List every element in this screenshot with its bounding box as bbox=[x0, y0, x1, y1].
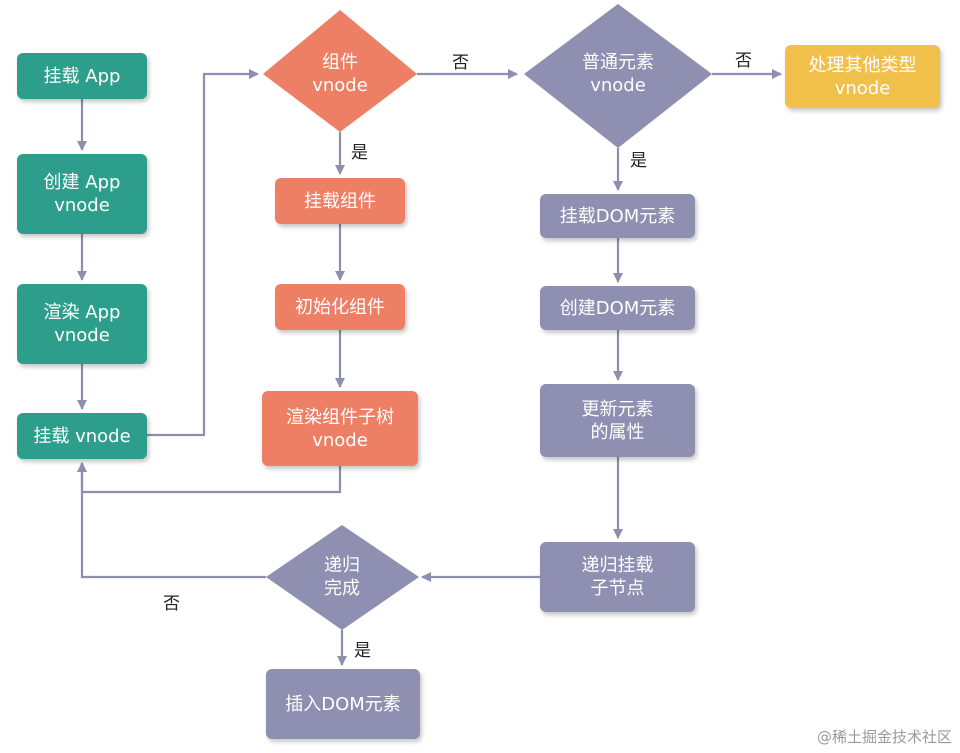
diamond-element-vnode bbox=[524, 4, 712, 148]
mount-component-box: 挂载组件 bbox=[275, 178, 405, 224]
diamond-component-vnode bbox=[263, 10, 417, 132]
create-app-vnode-box: 创建 App vnode bbox=[17, 154, 147, 234]
edge-label-element-no: 否 bbox=[735, 51, 752, 71]
edge-label-component-yes: 是 bbox=[351, 143, 368, 163]
mount-children-box: 递归挂载 子节点 bbox=[540, 542, 695, 612]
update-props-box: 更新元素 的属性 bbox=[540, 384, 695, 457]
mount-vnode-box: 挂载 vnode bbox=[17, 413, 147, 459]
edge-mount-vnode-to-component bbox=[147, 69, 259, 437]
recursion-done-label: 递归 完成 bbox=[324, 555, 360, 599]
watermark: @稀土掘金技术社区 bbox=[816, 728, 952, 746]
edge-label-element-yes: 是 bbox=[630, 151, 647, 171]
edge-done-no bbox=[77, 462, 266, 579]
diamond-recursion-done bbox=[266, 525, 419, 630]
insert-dom-box: 插入DOM元素 bbox=[266, 669, 420, 739]
render-subtree-box: 渲染组件子树 vnode bbox=[262, 391, 418, 466]
mount-dom-box: 挂载DOM元素 bbox=[540, 194, 695, 238]
edge-label-component-no: 否 bbox=[452, 53, 469, 73]
other-vnode-box: 处理其他类型 vnode bbox=[785, 45, 940, 108]
edge-label-done-yes: 是 bbox=[354, 641, 371, 661]
edge-subtree-back-to-mount-vnode bbox=[77, 462, 342, 494]
mount-app-box: 挂载 App bbox=[17, 53, 147, 99]
create-dom-box: 创建DOM元素 bbox=[540, 286, 695, 330]
element-vnode-label: 普通元素 vnode bbox=[582, 52, 654, 96]
render-app-vnode-box: 渲染 App vnode bbox=[17, 284, 147, 364]
component-vnode-label: 组件 vnode bbox=[312, 52, 368, 96]
init-component-box: 初始化组件 bbox=[275, 284, 405, 330]
edge-label-done-no: 否 bbox=[163, 594, 180, 614]
